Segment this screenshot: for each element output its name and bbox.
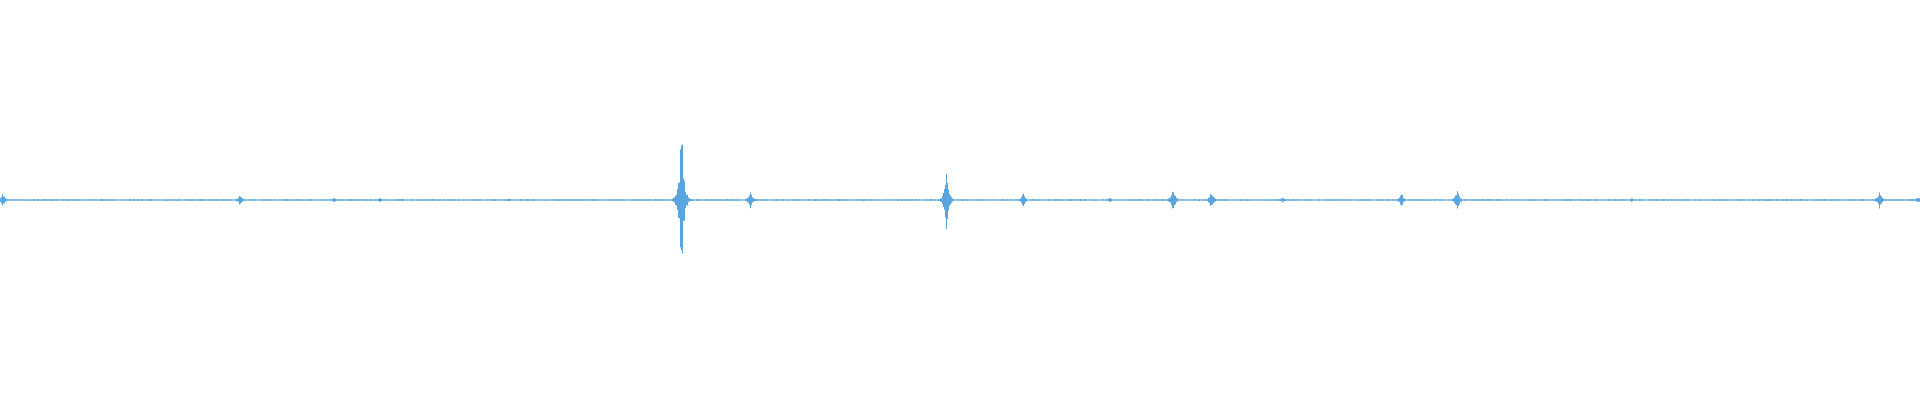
waveform-peaks — [0, 144, 1920, 254]
waveform-trace — [0, 144, 1920, 254]
